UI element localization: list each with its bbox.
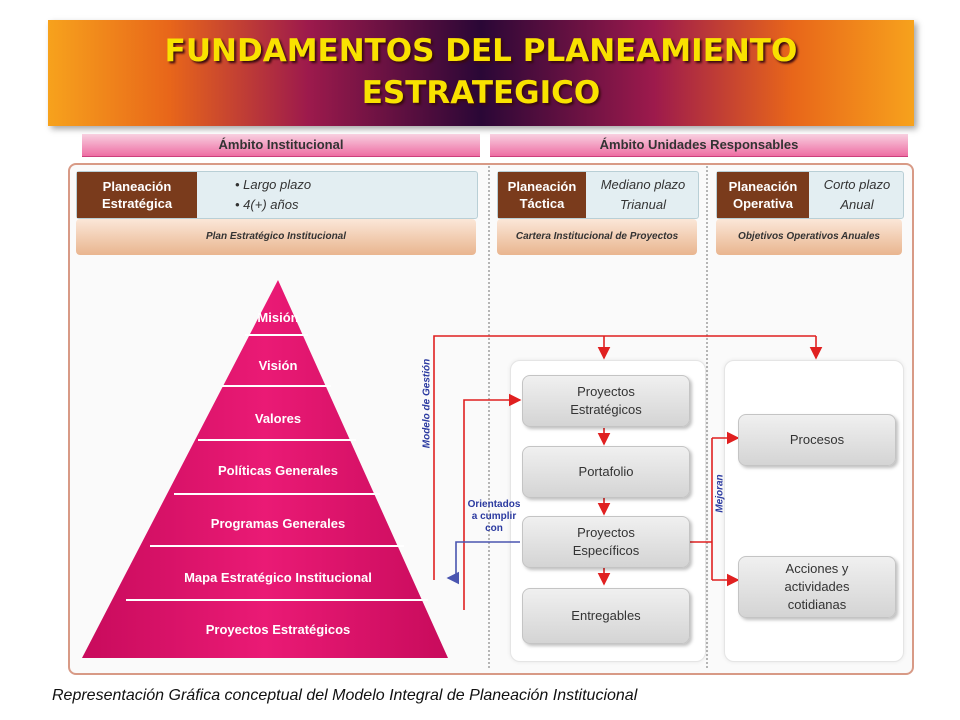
term-mediano-plazo: Mediano plazo <box>600 177 686 192</box>
figure-caption: Representación Gráfica conceptual del Mo… <box>52 687 638 704</box>
pyramid-mision: Misión <box>257 310 299 325</box>
label-line: Estratégica <box>101 196 173 211</box>
label-line: Táctica <box>519 196 565 211</box>
pyramid-programas: Programas Generales <box>210 516 346 531</box>
objetivos-operativos: Objetivos Operativos Anuales <box>716 219 902 255</box>
entregables-box: Entregables <box>522 588 690 644</box>
pyramid-politicas: Políticas Generales <box>218 463 338 478</box>
box-line: Proyectos <box>577 384 635 399</box>
orientados-label: Orientados a cumplir con <box>458 499 530 535</box>
modelo-connector <box>433 335 823 580</box>
title-line-2: ESTRATEGICO <box>361 75 601 111</box>
pyramid-vision: Visión <box>258 358 298 373</box>
label-line: Operativa <box>733 196 793 211</box>
cartera-institucional: Cartera Institucional de Proyectos <box>497 219 697 255</box>
orientados-line: con <box>485 523 503 534</box>
operativa-terms: Corto plazo Anual <box>811 175 903 215</box>
orientados-line: Orientados <box>467 499 521 510</box>
modelo-de-gestion-label: Modelo de Gestión <box>421 358 433 449</box>
label-line: Planeación <box>728 179 798 194</box>
tactica-terms: Mediano plazo Trianual <box>590 175 696 215</box>
column-divider-left <box>488 166 490 668</box>
term-anos: • 4(+) años <box>235 197 299 212</box>
label-line: Planeación <box>507 179 577 194</box>
ambito-institucional-header: Ámbito Institucional <box>82 134 480 157</box>
arrow-to-proyectos-estrategicos <box>463 393 522 610</box>
box-line: Proyectos <box>577 525 635 540</box>
mejoran-label: Mejoran <box>714 474 726 513</box>
portafolio-box: Portafolio <box>522 446 690 498</box>
orientados-line: a cumplir <box>471 511 517 522</box>
orientados-connector <box>446 541 520 585</box>
plan-estrategico-institucional: Plan Estratégico Institucional <box>76 219 476 255</box>
pyramid-valores: Valores <box>254 411 302 426</box>
title-line-1: FUNDAMENTOS DEL PLANEAMIENTO <box>164 33 798 69</box>
pyramid <box>82 280 448 658</box>
title-banner: FUNDAMENTOS DEL PLANEAMIENTO ESTRATEGICO <box>48 20 914 126</box>
mejoran-connector <box>690 431 740 587</box>
pyramid-shape <box>82 280 448 658</box>
box-line: Estratégicos <box>570 402 642 417</box>
acciones-box: Acciones y actividades cotidianas <box>738 556 896 618</box>
box-line: Acciones y <box>785 561 849 576</box>
estrategica-terms: • Largo plazo • 4(+) años <box>235 175 311 215</box>
ambito-unidades-header: Ámbito Unidades Responsables <box>490 134 908 157</box>
procesos-box: Procesos <box>738 414 896 466</box>
term-trianual: Trianual <box>619 197 666 212</box>
box-line: Específicos <box>572 543 640 558</box>
column-divider-right <box>706 166 708 668</box>
term-largo-plazo: • Largo plazo <box>235 177 312 192</box>
label-line: Planeación <box>102 179 172 194</box>
page-title: FUNDAMENTOS DEL PLANEAMIENTO ESTRATEGICO <box>48 30 914 114</box>
box-line: actividades <box>784 579 850 594</box>
box-line: cotidianas <box>787 597 847 612</box>
pyramid-mapa: Mapa Estratégico Institucional <box>184 570 372 585</box>
pyramid-dividers <box>126 334 428 601</box>
pyramid-proyectos: Proyectos Estratégicos <box>205 622 351 637</box>
term-anual: Anual <box>840 197 874 212</box>
term-corto-plazo: Corto plazo <box>823 177 891 192</box>
